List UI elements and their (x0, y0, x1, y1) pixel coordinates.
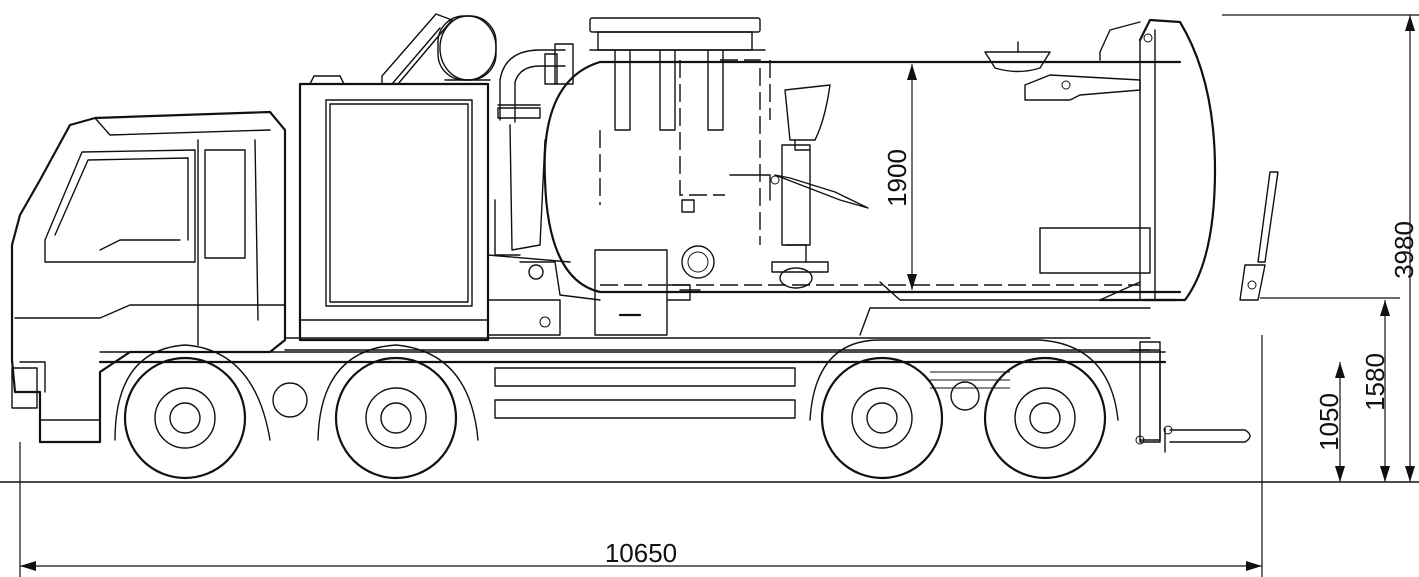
dimension-overall-length: 10650 (19, 335, 1263, 577)
cab-window (44, 149, 196, 263)
wheel-front-2 (317, 344, 479, 480)
fuel-tank (494, 367, 796, 387)
silencer (381, 13, 497, 85)
dimension-tank-diameter: 1900 (882, 64, 917, 290)
dimension-frame-height: 1580 (1260, 297, 1400, 482)
dimension-label-1580: 1580 (1360, 353, 1390, 411)
dimension-label-1050: 1050 (1314, 393, 1344, 451)
chassis-frame (98, 341, 1251, 453)
pump-housing (298, 75, 490, 342)
dimension-axle-height: 1050 (1314, 362, 1345, 482)
cab-door-window (204, 149, 246, 259)
dimension-label-10650: 10650 (605, 538, 677, 568)
wheel-front-1 (114, 344, 271, 480)
manhole-cover (589, 17, 761, 33)
front-bumper (11, 367, 38, 409)
dimension-overall-height: 3980 (1222, 14, 1419, 482)
sight-glass (681, 245, 715, 279)
subframe (284, 281, 1177, 351)
dimension-label-1900: 1900 (882, 149, 912, 207)
vacuum-tank (543, 17, 1279, 336)
dimension-label-3980: 3980 (1389, 221, 1419, 279)
wheel-rear-2 (930, 356, 1107, 480)
housing-door (325, 99, 473, 307)
wheel-rear-1 (809, 339, 1119, 480)
vacuum-piping (487, 43, 601, 336)
truck-cab (10, 110, 287, 444)
